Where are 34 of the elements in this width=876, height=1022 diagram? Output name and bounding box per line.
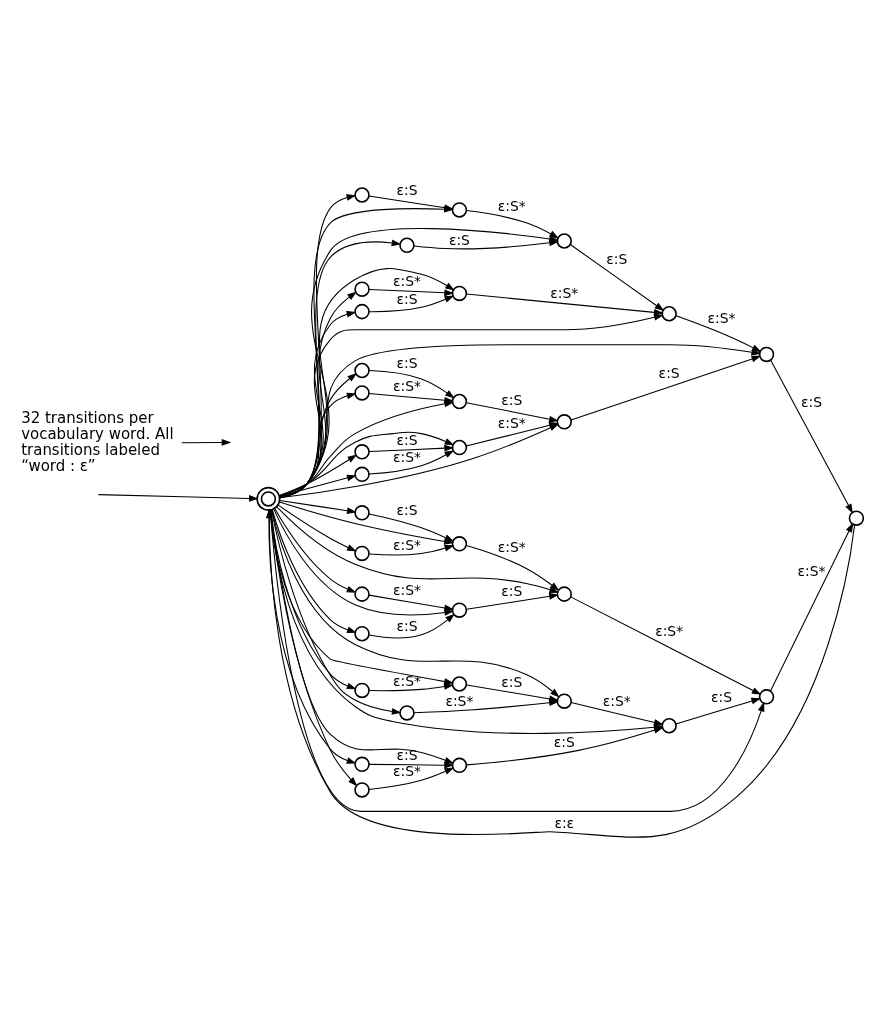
edge-label: ε:S* — [602, 692, 631, 709]
edge-label: ε:S — [658, 365, 680, 382]
edge-label: ε:S* — [497, 414, 526, 431]
edge-label: ε:S* — [392, 763, 421, 780]
edge-label: ε:S* — [392, 672, 421, 689]
edge-label: ε:S* — [497, 538, 526, 555]
edge-label: ε:S* — [655, 623, 684, 640]
edge-label: ε:S — [501, 673, 523, 690]
edge-label: ε:S — [396, 747, 418, 764]
edge-label: ε:S* — [707, 309, 736, 326]
node-text: 32 transitions per vocabulary word. All transitions labeled “word : ε” — [21, 409, 174, 476]
edge-label: ε:S* — [550, 285, 579, 302]
edge-label: ε:S — [396, 502, 418, 519]
edge-label: ε:S* — [392, 536, 421, 553]
edge-label: ε:S* — [392, 581, 421, 598]
edge-label: ε:S — [396, 182, 418, 199]
edge-label: ε:S* — [445, 692, 474, 709]
edge-label: ε:S — [800, 394, 822, 411]
edge-label: ε:S* — [497, 198, 526, 215]
edge-label: ε:S — [396, 617, 418, 634]
edge-label: ε:S — [396, 290, 418, 307]
edge-label: ε:S — [448, 231, 470, 248]
edge-label: ε:S — [501, 582, 523, 599]
edge-label: ε:S — [711, 688, 733, 705]
edge-label: ε:S* — [392, 448, 421, 465]
edge-label: ε:ε — [554, 814, 575, 831]
edge-label: ε:S — [396, 354, 418, 371]
edge-label: ε:S — [501, 392, 523, 409]
edge-label: ε:S — [553, 733, 575, 750]
edge-label: ε:S — [396, 431, 418, 448]
edge-label: ε:S* — [392, 378, 421, 395]
edge-label: ε:S* — [392, 273, 421, 290]
edge-label: ε:S — [606, 250, 628, 267]
edge-label: ε:S* — [797, 563, 826, 580]
